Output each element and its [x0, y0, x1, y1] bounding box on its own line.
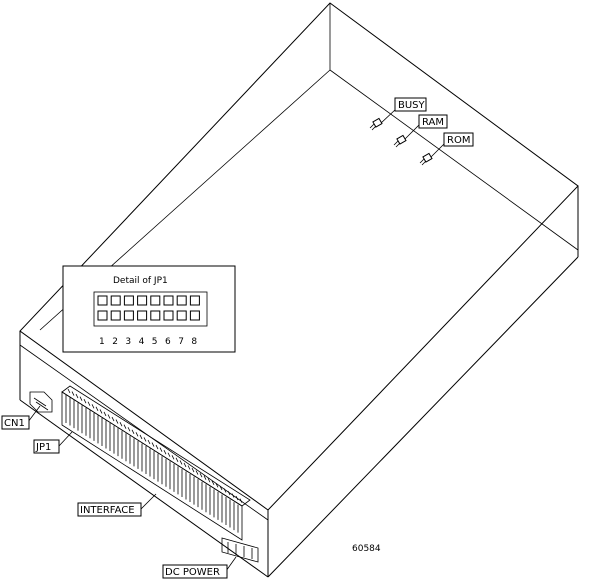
interface-pin-top	[191, 467, 195, 473]
jp1-pin	[110, 310, 121, 321]
interface-pin-top	[227, 490, 231, 496]
cn1-connector	[29, 391, 53, 413]
interface-pin-top	[171, 455, 175, 460]
interface-pin-top	[107, 414, 111, 419]
jp1-pin	[189, 310, 200, 321]
interface-pin-top	[103, 411, 107, 417]
jp1-pin-number: 8	[191, 337, 197, 347]
led-rom	[419, 142, 446, 166]
dc-power-connector	[221, 537, 259, 563]
interface-pin-top	[199, 472, 203, 478]
callout-rom-label: ROM	[447, 135, 470, 146]
jp1-pin-number: 3	[125, 337, 131, 347]
top-face	[19, 2, 579, 511]
interface-pin-top	[195, 470, 199, 475]
jp1-pin	[110, 295, 121, 306]
interface-pin-top	[71, 391, 75, 396]
interface-pin-top	[99, 409, 103, 414]
interface-pin-top	[175, 457, 179, 463]
led-busy	[369, 108, 397, 131]
interface-pin-top	[235, 495, 239, 501]
interface-pin-top	[155, 444, 159, 450]
jp1-pin	[163, 295, 174, 306]
interface-pin-top	[131, 429, 135, 434]
jp1-pin	[150, 310, 161, 321]
interface-pin-top	[111, 416, 115, 422]
jp1-pin	[176, 310, 187, 321]
jp1-pin	[150, 295, 161, 306]
interface-pin-top	[119, 421, 123, 427]
interface-pin-top	[203, 475, 207, 480]
interface-pin-top	[215, 483, 219, 488]
jp1-pin-number: 5	[152, 337, 158, 347]
callout-interface: INTERFACE	[77, 493, 157, 517]
interface-pin-top	[83, 399, 87, 404]
interface-pin-top	[115, 419, 119, 424]
interface-pin-top	[139, 434, 143, 440]
callout-cn1-label: CN1	[4, 418, 25, 429]
callout-ram: RAM	[418, 114, 448, 129]
callout-interface-label: INTERFACE	[80, 505, 135, 516]
callout-rom: ROM	[443, 132, 474, 147]
interface-pin-top	[75, 393, 79, 399]
jp1-pin	[137, 310, 148, 321]
jp1-pin	[176, 295, 187, 306]
jp1-pin-number: 1	[99, 337, 105, 347]
callout-busy-label: BUSY	[398, 100, 426, 111]
interface-pin-top	[231, 493, 235, 498]
jp1-pin	[163, 310, 174, 321]
callout-busy: BUSY	[394, 97, 427, 112]
callout-jp1-label: JP1	[35, 442, 51, 453]
figure-id: 60584	[352, 544, 381, 554]
interface-pin-top	[67, 388, 71, 394]
interface-pin-top	[239, 498, 243, 503]
interface-pin-top	[151, 442, 155, 447]
callout-ram-label: RAM	[422, 117, 444, 128]
callout-cn1: CN1	[1, 405, 41, 430]
interface-pin-top	[87, 401, 91, 406]
interface-pin-top	[163, 450, 167, 455]
interface-pin-top	[127, 427, 131, 432]
interface-connector	[61, 385, 251, 541]
jp1-pin	[123, 295, 134, 306]
interface-pin-top	[79, 396, 83, 401]
interface-pin-top	[211, 480, 215, 485]
led-ram	[393, 123, 421, 148]
callout-dc-power-label: DC POWER	[165, 567, 220, 578]
interface-pin-top	[135, 432, 139, 437]
interface-pin-top	[167, 452, 171, 457]
jp1-pin-grid	[97, 295, 200, 321]
jp1-pin-number: 6	[165, 337, 171, 347]
interface-pin-top	[187, 465, 191, 470]
callout-dc-power: DC POWER	[162, 556, 237, 579]
jp1-pin	[97, 310, 108, 321]
jp1-pin	[123, 310, 134, 321]
interface-pin-top	[179, 460, 183, 465]
interface-pin-top	[159, 447, 163, 452]
jp1-pin-number: 4	[139, 337, 145, 347]
jp1-pin	[189, 295, 200, 306]
interface-pin-top	[95, 406, 99, 412]
interface-pin-top	[91, 404, 95, 409]
interface-pin-top	[183, 462, 187, 468]
jp1-pin-number: 7	[178, 337, 184, 347]
interface-pin-top	[143, 437, 147, 442]
jp1-detail-title: Detail of JP1	[113, 276, 168, 286]
interface-pin-top	[207, 478, 211, 483]
interface-pin-top	[219, 485, 223, 491]
jp1-pin	[97, 295, 108, 306]
interface-pin-top	[223, 488, 227, 493]
jp1-pin	[137, 295, 148, 306]
interface-pin-top	[123, 424, 127, 429]
interface-pin-top	[147, 439, 151, 445]
callout-jp1: JP1	[33, 431, 73, 454]
jp1-pin-number: 2	[112, 337, 118, 347]
